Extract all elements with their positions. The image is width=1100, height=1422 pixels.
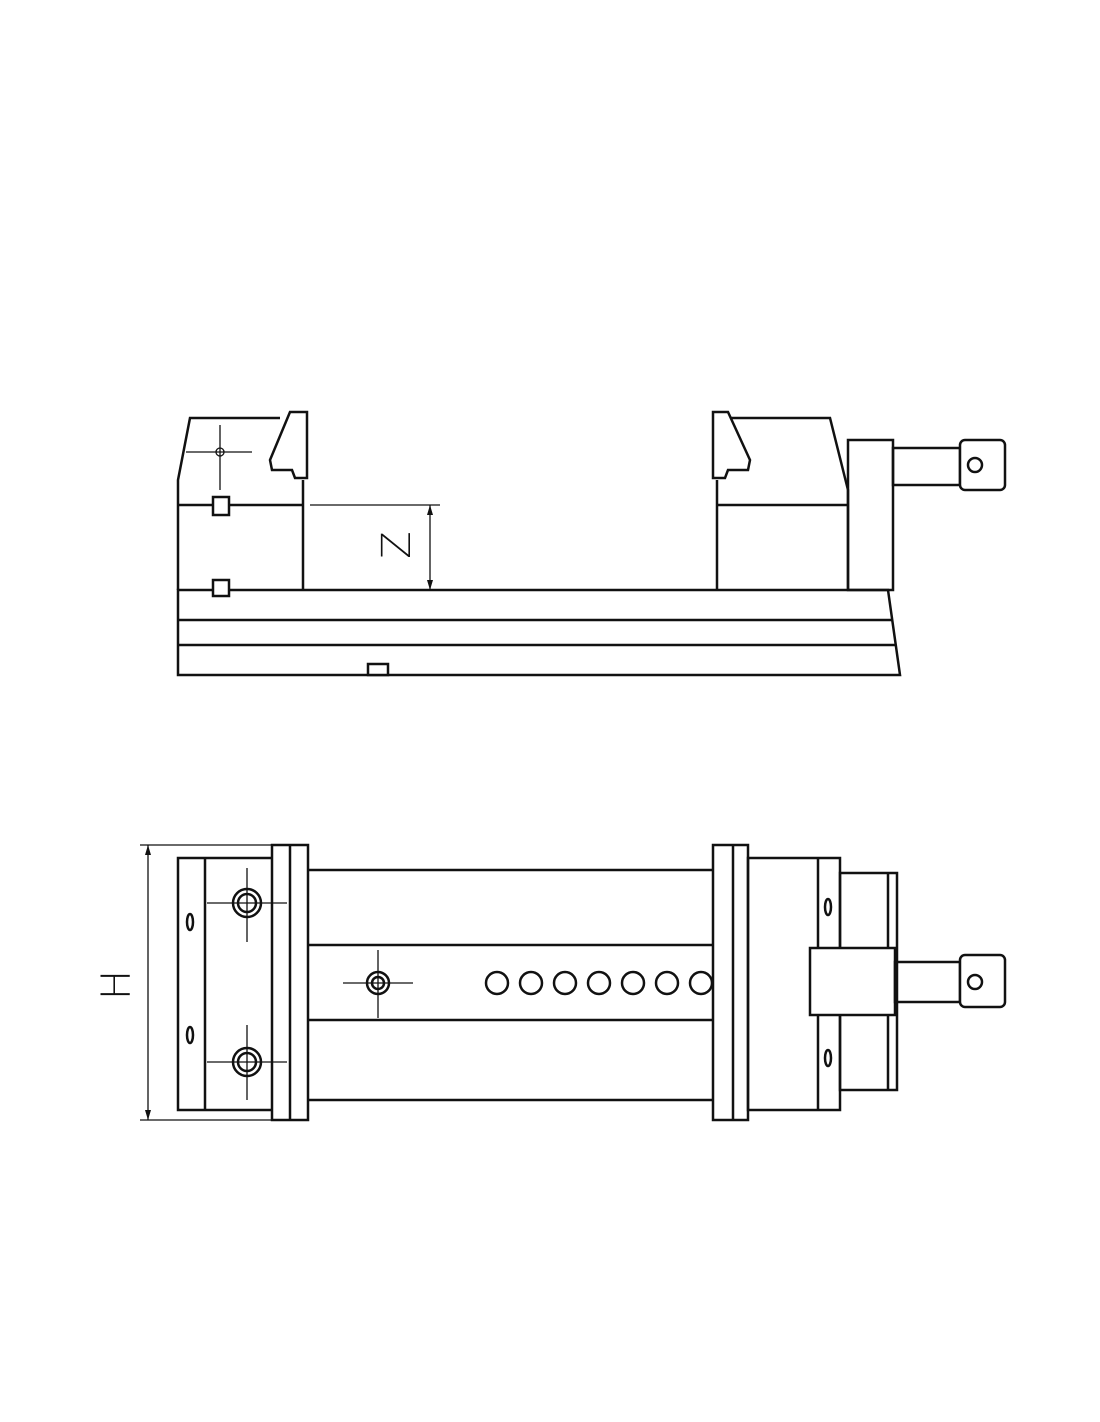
screw-icon — [207, 1025, 287, 1100]
dimension-label-z: Z — [374, 531, 420, 558]
movable-jaw-top — [711, 843, 1007, 1122]
index-hole — [688, 970, 714, 996]
base — [176, 588, 902, 677]
index-hole — [654, 970, 680, 996]
rails — [308, 868, 713, 1102]
spindle — [893, 960, 962, 1004]
fixed-jaw-top — [176, 843, 310, 1122]
index-hole — [620, 970, 646, 996]
index-hole — [518, 970, 544, 996]
dimension-z: Z — [310, 504, 440, 590]
spindle-block — [808, 946, 897, 1017]
dimension-h: H — [94, 844, 280, 1121]
spindle — [891, 446, 962, 487]
screw-icon — [207, 868, 287, 942]
side-view: Z — [176, 410, 1007, 677]
slide-screw — [343, 950, 413, 1018]
jaw-plate-right — [711, 410, 752, 480]
index-hole — [552, 970, 578, 996]
dimension-label-h: H — [94, 970, 140, 1000]
index-hole — [484, 970, 510, 996]
jaw-plate-left — [268, 410, 309, 480]
movable-jaw — [711, 410, 1007, 592]
fixed-jaw — [176, 410, 309, 598]
index-hole — [586, 970, 612, 996]
index-holes — [484, 970, 714, 996]
top-view: H — [94, 843, 1007, 1122]
